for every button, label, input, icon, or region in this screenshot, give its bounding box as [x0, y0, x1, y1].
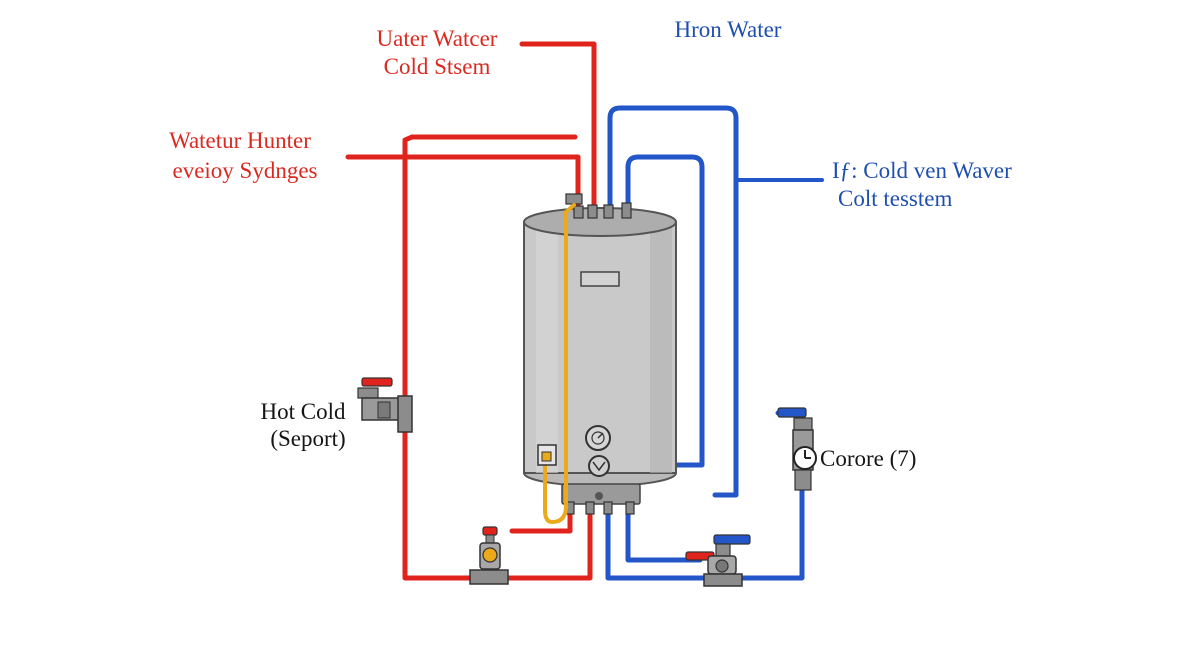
label-top-red: Uater Watcer Cold Stsem [377, 26, 498, 79]
label-left-red-line-1: Watetur Hunter [169, 128, 311, 153]
valve-icon-bottom-right [685, 534, 751, 587]
hot-pipe-top-label-line [519, 41, 597, 208]
hot-pipe-outer-left [402, 134, 578, 581]
label-right-blue-line-1: Iƒ: Cold ven Waver [832, 158, 1012, 183]
top-fittings [565, 193, 632, 219]
valve-icon-left [357, 377, 413, 433]
cold-pipe-bottom-inner [625, 502, 703, 563]
thermostat-control-icon [537, 444, 557, 466]
pressure-gauge-icon [585, 425, 611, 451]
label-top-blue-line-1: Hron Water [675, 17, 782, 42]
clock-icon [793, 446, 817, 470]
cold-pipe-inner-loop [625, 154, 705, 468]
hot-water-pipes [345, 41, 597, 581]
label-top-blue: Hron Water [675, 17, 782, 42]
nameplate [580, 271, 620, 287]
hot-pipe-left-loop [345, 154, 581, 208]
label-left-black-line-1: Hot Cold [261, 399, 346, 424]
label-right-black: Corore (7) [820, 446, 916, 471]
cold-pipe-upper-frame [607, 105, 739, 498]
label-left-black-line-2: (Seport) [270, 426, 345, 451]
hot-pipe-bottom-return [497, 502, 593, 581]
label-top-red-line-1: Uater Watcer [377, 26, 498, 51]
label-left-red-line-2: eveioy Sydnges [172, 158, 317, 183]
bottom-fittings [565, 501, 635, 515]
water-heater-tank-icon [523, 207, 677, 505]
valve-icon-bottom-left [469, 526, 509, 585]
gas-line [543, 203, 576, 524]
label-top-red-line-2: Cold Stsem [384, 54, 491, 79]
temperature-dial-icon [588, 455, 610, 477]
label-right-blue: Iƒ: Cold ven Waver Colt tesstem [832, 158, 1012, 211]
label-right-blue-line-2: Colt tesstem [838, 186, 952, 211]
label-left-red: Watetur Hunter eveioy Sydnges [169, 128, 317, 183]
label-right-black-line-1: Corore (7) [820, 446, 916, 471]
label-left-black: Hot Cold (Seport) [261, 399, 346, 451]
